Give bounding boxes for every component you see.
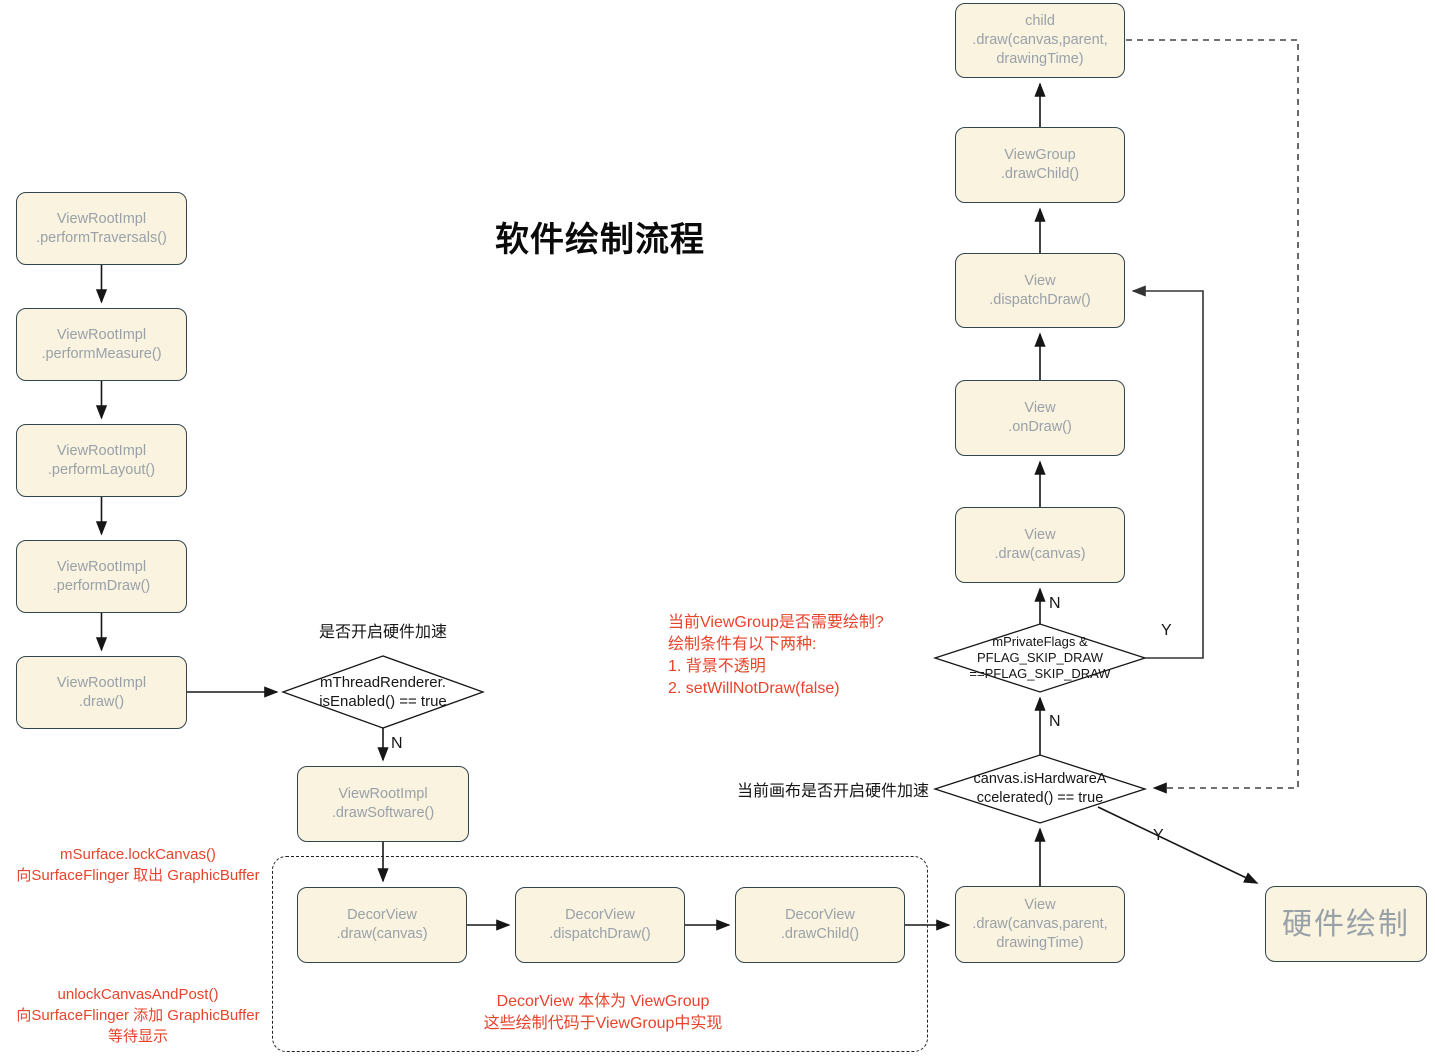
decision-canvas-hw-shape xyxy=(932,754,1148,824)
decision-canvas-hw-text: canvas.isHardwareA ccelerated() == true xyxy=(973,771,1107,806)
annotation-viewgroup-need-draw: 当前ViewGroup是否需要绘制? 绘制条件有以下两种: 1. 背景不透明 2… xyxy=(668,614,884,697)
node-performmeasure: ViewRootImpl .performMeasure() xyxy=(16,308,187,381)
node-view-draw-canvas-parent: View .draw(canvas,parent, drawingTime) xyxy=(955,886,1125,963)
label-y-skipdraw: Y xyxy=(1161,622,1172,639)
label-hw-question: 是否开启硬件加速 xyxy=(318,624,447,641)
node-drawsoftware: ViewRootImpl .drawSoftware() xyxy=(297,766,469,842)
node-decorview-draw: DecorView .draw(canvas) xyxy=(297,887,467,963)
node-performdraw: ViewRootImpl .performDraw() xyxy=(16,540,187,613)
node-viewgroup-drawchild: ViewGroup .drawChild() xyxy=(955,127,1125,203)
node-decorview-drawchild: DecorView .drawChild() xyxy=(735,887,905,963)
node-performlayout: ViewRootImpl .performLayout() xyxy=(16,424,187,497)
decorview-group-outline xyxy=(272,856,928,1052)
label-n-drawcanvas: N xyxy=(1049,595,1061,612)
node-performtraversals: ViewRootImpl .performTraversals() xyxy=(16,192,187,265)
label-n-pflag: N xyxy=(1049,713,1061,730)
annotation-unlockcanvasandpost: unlockCanvasAndPost() 向SurfaceFlinger 添加… xyxy=(16,986,260,1045)
annotation-decorview-note: DecorView 本体为 ViewGroup 这些绘制代码于ViewGroup… xyxy=(483,993,723,1032)
label-n-drawsoftware: N xyxy=(391,735,403,752)
decision-pflag-text: mPrivateFlags & PFLAG_SKIP_DRAW ==PFLAG_… xyxy=(969,634,1111,681)
dashed-recursion-childdraw-to-canvashw xyxy=(1126,39,1299,794)
label-y-hardware: Y xyxy=(1153,827,1164,844)
annotation-lockcanvas: mSurface.lockCanvas() 向SurfaceFlinger 取出… xyxy=(16,846,260,884)
node-view-ondraw: View .onDraw() xyxy=(955,380,1125,456)
diagram-title: 软件绘制流程 xyxy=(495,221,705,259)
node-decorview-dispatchdraw: DecorView .dispatchDraw() xyxy=(515,887,685,963)
decision-hw-enabled-shape xyxy=(281,655,485,729)
label-canvas-hw-question: 当前画布是否开启硬件加速 xyxy=(737,783,930,800)
arrow-pflag-y-loop xyxy=(1131,285,1204,659)
node-child-draw: child .draw(canvas,parent, drawingTime) xyxy=(955,3,1125,78)
node-hardware-draw: 硬件绘制 xyxy=(1265,886,1427,962)
arrow-canvashw-y-to-hardware xyxy=(1097,806,1259,884)
node-viewrootimpl-draw: ViewRootImpl .draw() xyxy=(16,656,187,729)
decision-hw-enabled-text: mThreadRenderer. isEnabled() == true xyxy=(319,674,447,710)
node-view-dispatchdraw: View .dispatchDraw() xyxy=(955,253,1125,328)
node-view-draw-canvas: View .draw(canvas) xyxy=(955,507,1125,583)
